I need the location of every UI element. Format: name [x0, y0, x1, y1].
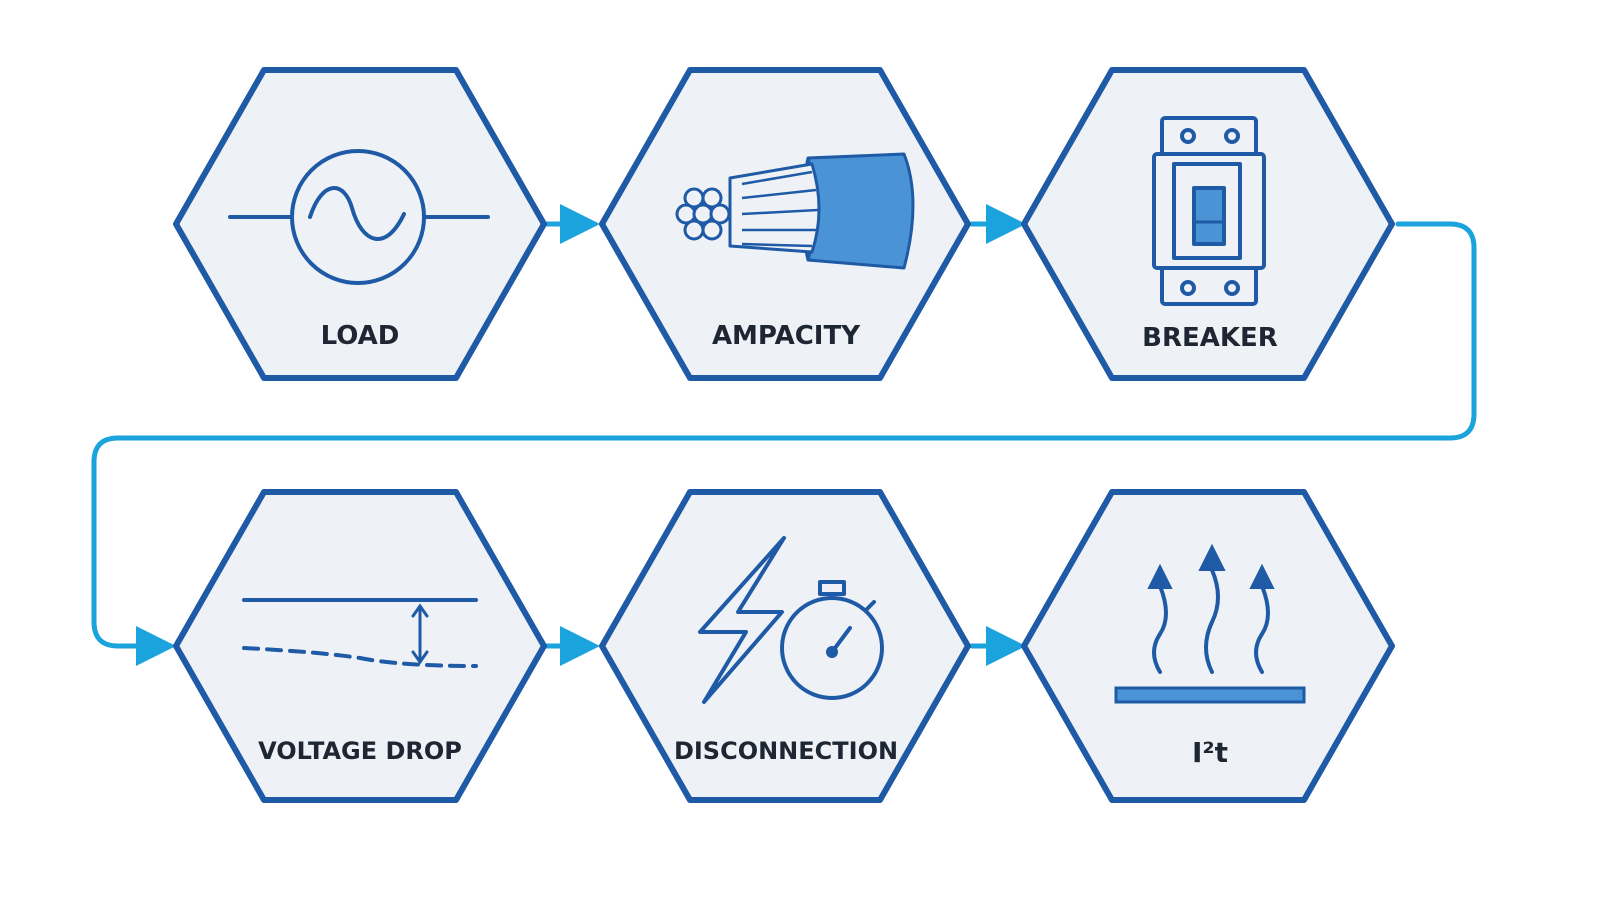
step-disconnection: DISCONNECTION [599, 489, 971, 803]
hexagon [173, 489, 547, 803]
step-label: BREAKER [1142, 323, 1278, 353]
circuit-breaker-icon [1152, 116, 1266, 306]
lightning-stopwatch-icon [698, 536, 884, 704]
step-label: I²t [1192, 736, 1228, 769]
voltage-drop-icon [242, 598, 478, 668]
step-label: LOAD [321, 321, 400, 351]
step-i2t: I²t [1021, 489, 1395, 803]
step-label: VOLTAGE DROP [258, 737, 462, 765]
step-load: LOAD [173, 67, 547, 381]
connectors [91, 204, 1477, 666]
step-label: DISCONNECTION [674, 737, 898, 765]
step-voltage-drop: VOLTAGE DROP [173, 489, 547, 803]
ac-source-icon [228, 149, 490, 285]
step-breaker: BREAKER [1021, 67, 1395, 381]
step-label: AMPACITY [712, 321, 861, 351]
cable-icon [675, 152, 915, 270]
connector-breaker-voltage-drop [91, 221, 1477, 666]
step-ampacity: AMPACITY [599, 67, 971, 381]
heat-rising-icon [1114, 543, 1306, 704]
